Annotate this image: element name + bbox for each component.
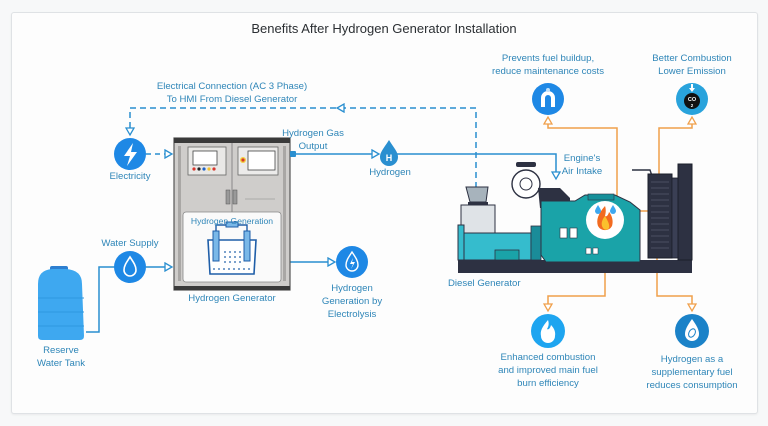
- magnet-icon: [532, 83, 564, 115]
- benefit-supplementary-line1: Hydrogen as a: [660, 354, 724, 365]
- benefit-fuel-buildup-line2: reduce maintenance costs: [492, 66, 604, 77]
- electrolyzer-icon: [207, 221, 257, 275]
- leaf-drop-icon: [675, 314, 709, 348]
- benefit-fuel-buildup-line1: Prevents fuel buildup,: [501, 53, 595, 64]
- hydrogen-generator-cabinet: [173, 137, 296, 291]
- benefit-label-combustion: Better Combustion Lower Emission: [642, 52, 742, 78]
- flame-icon: [531, 314, 565, 348]
- diagram-title: Benefits After Hydrogen Generator Instal…: [251, 21, 517, 36]
- reserve-tank-line1: Reserve: [43, 345, 79, 356]
- water-tank-icon: [38, 266, 84, 340]
- diesel-generator-illustration: [457, 162, 693, 273]
- electrical-connection-line: [130, 107, 477, 188]
- hydrogen-gas-line-2: [396, 153, 556, 178]
- hydrogen-gas-output-label: Hydrogen Gas Output: [278, 127, 348, 153]
- hydrogen-generation-panel-label: Hydrogen Generation: [190, 216, 274, 226]
- benefit-line-supplementary: [618, 210, 692, 310]
- electrical-connection-label-line2: To HMI From Diesel Generator: [166, 94, 298, 105]
- electrolysis-line2: Generation by: [321, 296, 383, 307]
- benefit-combustion-line2: Lower Emission: [658, 66, 726, 77]
- hydrogen-drop-icon: H: [380, 140, 398, 166]
- benefit-label-supplementary: Hydrogen as a supplementary fuel reduces…: [637, 353, 747, 392]
- hydrogen-gas-output-line2: Output: [298, 141, 328, 152]
- electrolysis-icon: [336, 246, 368, 278]
- benefit-line-combustion: [658, 118, 692, 200]
- electricity-icon: [114, 138, 146, 170]
- benefit-efficiency-line3: burn efficiency: [517, 378, 579, 389]
- benefit-supplementary-line3: reduces consumption: [646, 380, 738, 391]
- reserve-tank-line2: Water Tank: [37, 358, 85, 369]
- engine-air-intake-label: Engine's Air Intake: [558, 152, 618, 178]
- electrolysis-label: Hydrogen Generation by Electrolysis: [312, 282, 392, 321]
- co2-icon: CO 2: [676, 83, 708, 115]
- electricity-label: Electricity: [109, 171, 151, 182]
- benefit-label-fuel-buildup: Prevents fuel buildup, reduce maintenanc…: [483, 52, 613, 78]
- electrolysis-line1: Hydrogen: [331, 283, 373, 294]
- hydrogen-generator-label: Hydrogen Generator: [188, 293, 276, 304]
- benefit-supplementary-line2: supplementary fuel: [651, 367, 733, 378]
- electrical-connection-label: Electrical Connection (AC 3 Phase) To HM…: [142, 80, 322, 106]
- benefit-combustion-line1: Better Combustion: [652, 53, 732, 64]
- reserve-water-tank-label: Reserve Water Tank: [26, 344, 96, 370]
- engine-air-intake-line1: Engine's: [563, 153, 601, 164]
- benefit-efficiency-line2: and improved main fuel: [498, 365, 598, 376]
- hydrogen-gas-output-line1: Hydrogen Gas: [282, 128, 344, 139]
- tank-to-water-supply-line: [86, 266, 115, 333]
- svg-text:H: H: [386, 153, 393, 163]
- diesel-generator-label: Diesel Generator: [448, 278, 521, 289]
- hydrogen-label: Hydrogen: [369, 167, 411, 178]
- benefit-line-fuel-buildup: [548, 118, 618, 196]
- benefit-efficiency-line1: Enhanced combustion: [500, 352, 596, 363]
- water-supply-label: Water Supply: [101, 238, 159, 249]
- svg-text:CO: CO: [688, 97, 697, 103]
- engine-air-intake-line2: Air Intake: [561, 166, 603, 177]
- svg-text:2: 2: [691, 103, 694, 108]
- electrical-connection-label-line1: Electrical Connection (AC 3 Phase): [156, 81, 308, 92]
- electrolysis-line3: Electrolysis: [327, 309, 377, 320]
- benefit-label-efficiency: Enhanced combustion and improved main fu…: [488, 351, 608, 390]
- water-drop-icon: [114, 251, 146, 283]
